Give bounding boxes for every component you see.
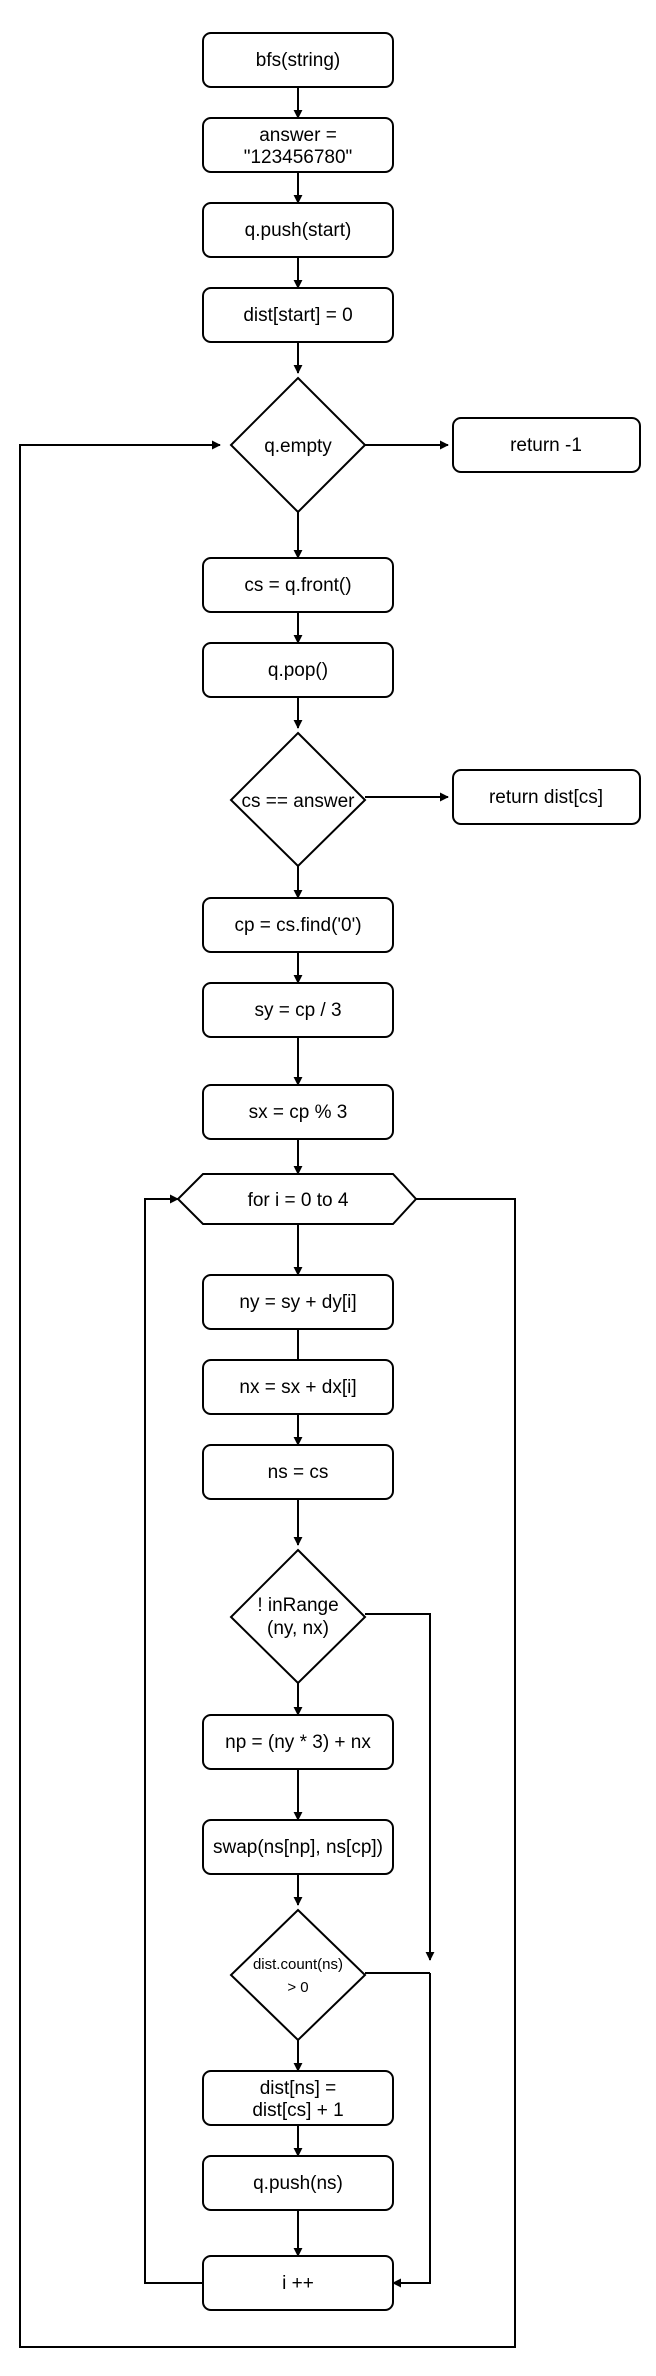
node-bfs-label: bfs(string) — [256, 50, 340, 71]
node-swap-label: swap(ns[np], ns[cp]) — [213, 1837, 383, 1858]
node-ns-label: ns = cs — [268, 1462, 329, 1483]
node-return-neg1-label: return -1 — [510, 435, 582, 456]
decision-dist-count: dist.count(ns) > 0 — [229, 1908, 367, 2042]
decision-qempty: q.empty — [229, 376, 367, 514]
node-swap: swap(ns[np], ns[cp]) — [202, 1819, 394, 1875]
node-nx-label: nx = sx + dx[i] — [239, 1377, 356, 1398]
node-dist-ns: dist[ns] = dist[cs] + 1 — [202, 2070, 394, 2126]
loop-for-label: for i = 0 to 4 — [248, 1190, 349, 1211]
node-np: np = (ny * 3) + nx — [202, 1714, 394, 1770]
loop-for: for i = 0 to 4 — [176, 1173, 418, 1225]
node-sx: sx = cp % 3 — [202, 1084, 394, 1140]
node-qpush-start: q.push(start) — [202, 202, 394, 258]
node-nx: nx = sx + dx[i] — [202, 1359, 394, 1415]
edge-iplus-loop-back-to-for — [144, 1194, 203, 2284]
node-answer: answer = "123456780" — [202, 117, 394, 173]
node-qpush-ns: q.push(ns) — [202, 2155, 394, 2211]
node-ny: ny = sy + dy[i] — [202, 1274, 394, 1330]
decision-cs-answer-label: cs == answer — [242, 791, 356, 812]
decision-dist-count-label-line1: dist.count(ns) — [253, 1956, 343, 1973]
node-cs-front: cs = q.front() — [202, 557, 394, 613]
node-ny-label: ny = sy + dy[i] — [239, 1292, 356, 1313]
node-qpop-label: q.pop() — [268, 660, 328, 681]
node-dist-start: dist[start] = 0 — [202, 287, 394, 343]
decision-inrange-label-line1: ! inRange — [257, 1595, 338, 1616]
node-return-dist: return dist[cs] — [452, 769, 641, 825]
node-cp-find: cp = cs.find('0') — [202, 897, 394, 953]
node-qpop: q.pop() — [202, 642, 394, 698]
node-dist-ns-label-line1: dist[ns] = — [260, 2078, 337, 2099]
node-qpush-start-label: q.push(start) — [245, 220, 352, 241]
edges — [19, 87, 516, 2348]
node-cs-front-label: cs = q.front() — [244, 575, 351, 596]
edge-merge-to-iplus — [392, 1973, 431, 2288]
decision-inrange-label-line2: (ny, nx) — [267, 1618, 329, 1639]
node-dist-start-label: dist[start] = 0 — [243, 305, 352, 326]
node-sy-label: sy = cp / 3 — [254, 1000, 341, 1021]
node-qpush-ns-label: q.push(ns) — [253, 2173, 343, 2194]
node-answer-label-line2: "123456780" — [244, 147, 353, 168]
decision-dist-count-label-line2: > 0 — [287, 1979, 308, 1996]
node-iplus: i ++ — [202, 2255, 394, 2311]
node-dist-ns-label-line2: dist[cs] + 1 — [252, 2100, 343, 2121]
node-np-label: np = (ny * 3) + nx — [225, 1732, 371, 1753]
edge-inrange-false-to-merge — [365, 1613, 435, 1961]
node-iplus-label: i ++ — [282, 2273, 314, 2294]
node-cp-find-label: cp = cs.find('0') — [234, 915, 361, 936]
node-bfs: bfs(string) — [202, 32, 394, 88]
edge-for-exit-to-qempty — [19, 440, 516, 2348]
node-sy: sy = cp / 3 — [202, 982, 394, 1038]
node-return-dist-label: return dist[cs] — [489, 787, 603, 808]
node-sx-label: sx = cp % 3 — [249, 1102, 348, 1123]
node-return-neg1: return -1 — [452, 417, 641, 473]
decision-qempty-label: q.empty — [264, 436, 332, 457]
decision-cs-answer: cs == answer — [229, 731, 367, 868]
node-answer-label-line1: answer = — [259, 125, 337, 146]
decision-inrange: ! inRange (ny, nx) — [229, 1548, 367, 1685]
node-ns: ns = cs — [202, 1444, 394, 1500]
